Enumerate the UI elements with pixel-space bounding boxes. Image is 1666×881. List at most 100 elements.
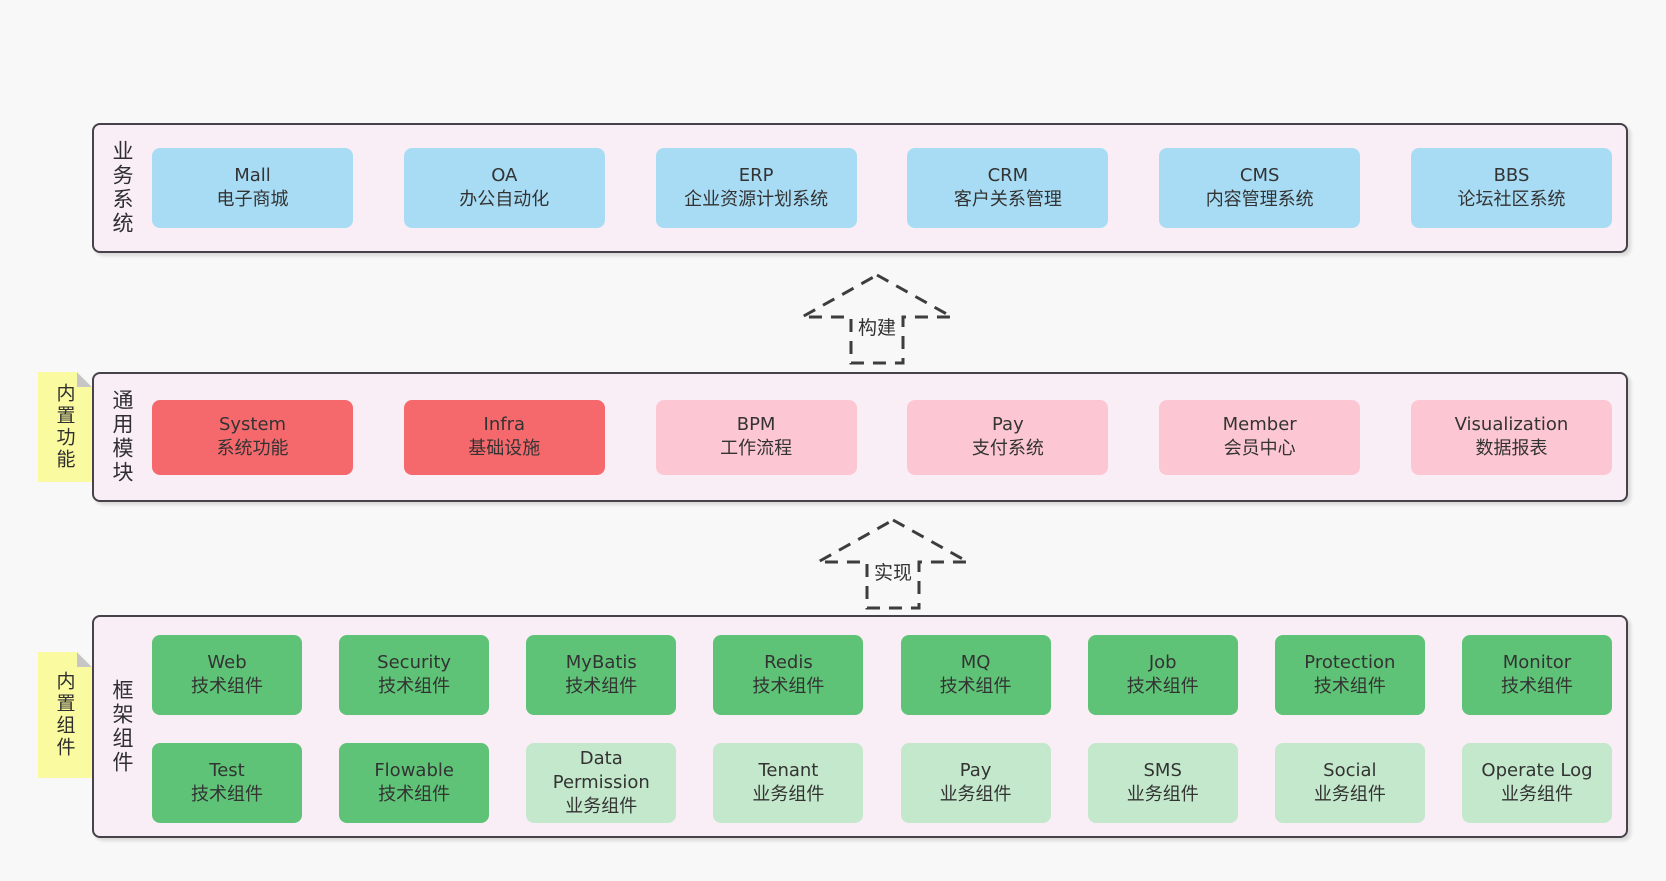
layer-label-components: 框架组件 [110, 678, 134, 775]
box-subtitle: 业务组件 [1500, 784, 1573, 805]
box-title: System [218, 414, 287, 436]
box-title: BBS [1493, 165, 1530, 187]
box-title: Flowable [374, 760, 454, 782]
box-subtitle: 业务组件 [1313, 784, 1386, 805]
arrow-build: 构建 [799, 273, 955, 365]
sticky-note-label: 内置功能 [53, 383, 76, 471]
box-title: Tenant [758, 760, 819, 782]
box-subtitle: 企业资源计划系统 [684, 189, 829, 210]
box-subtitle: 技术组件 [378, 676, 451, 697]
box-subtitle: 业务组件 [939, 784, 1012, 805]
box-subtitle: 业务组件 [752, 784, 825, 805]
block-arrow-up-icon [799, 273, 955, 365]
sticky-note-label: 内置组件 [53, 671, 76, 759]
box-title: Pay [959, 760, 992, 782]
box-subtitle: 业务组件 [565, 795, 638, 817]
box-title: Protection [1304, 652, 1396, 674]
box-title: MyBatis [565, 652, 637, 674]
box-title: OA [491, 165, 518, 187]
box-subtitle: 技术组件 [191, 676, 263, 697]
box-subtitle: 系统功能 [216, 438, 289, 459]
box-title: Mall [234, 165, 271, 187]
layer-label-business: 业务系统 [110, 140, 134, 236]
box-title: Redis [764, 652, 813, 674]
box-subtitle: 客户关系管理 [953, 189, 1062, 210]
box-subtitle: 会员中心 [1223, 438, 1296, 459]
box-subtitle: 支付系统 [971, 438, 1044, 459]
box-subtitle: 技术组件 [939, 676, 1012, 697]
box-title: CMS [1239, 165, 1280, 187]
box-title: Test [209, 760, 245, 782]
box-subtitle: 数据报表 [1475, 438, 1548, 459]
arrow-build-label: 构建 [854, 313, 900, 340]
block-arrow-up-icon [815, 518, 971, 610]
sticky-note-built-in-components: 内置组件 [38, 652, 92, 778]
box-subtitle: 技术组件 [191, 784, 263, 805]
box-title: Data Permission [552, 748, 650, 794]
box-title: SMS [1143, 760, 1182, 782]
box-subtitle: 办公自动化 [459, 189, 550, 210]
box-subtitle: 内容管理系统 [1205, 189, 1314, 210]
box-title: Security [377, 652, 452, 674]
box-title: Visualization [1454, 414, 1569, 436]
box-subtitle: 工作流程 [720, 438, 793, 459]
box-subtitle: 论坛社区系统 [1457, 189, 1566, 210]
layer-label-modules: 通用模块 [110, 389, 134, 485]
box-title: Infra [483, 414, 526, 436]
sticky-note-built-in-functions: 内置功能 [38, 372, 92, 482]
box-subtitle: 技术组件 [378, 784, 451, 805]
box-title: Job [1148, 652, 1177, 674]
box-title: ERP [738, 165, 774, 187]
box-title: Member [1222, 414, 1297, 436]
box-title: Social [1323, 760, 1377, 782]
arrow-implement: 实现 [815, 518, 971, 610]
box-title: Pay [992, 414, 1024, 436]
box-subtitle: 基础设施 [468, 438, 541, 459]
box-subtitle: 业务组件 [1126, 784, 1199, 805]
arrow-implement-label: 实现 [870, 558, 916, 585]
box-subtitle: 技术组件 [1500, 676, 1573, 697]
box-subtitle: 技术组件 [1313, 676, 1386, 697]
box-subtitle: 技术组件 [565, 676, 638, 697]
box-subtitle: 电子商城 [216, 189, 289, 210]
box-title: MQ [960, 652, 991, 674]
box-subtitle: 技术组件 [1126, 676, 1199, 697]
box-title: Web [207, 652, 247, 674]
box-subtitle: 技术组件 [752, 676, 825, 697]
